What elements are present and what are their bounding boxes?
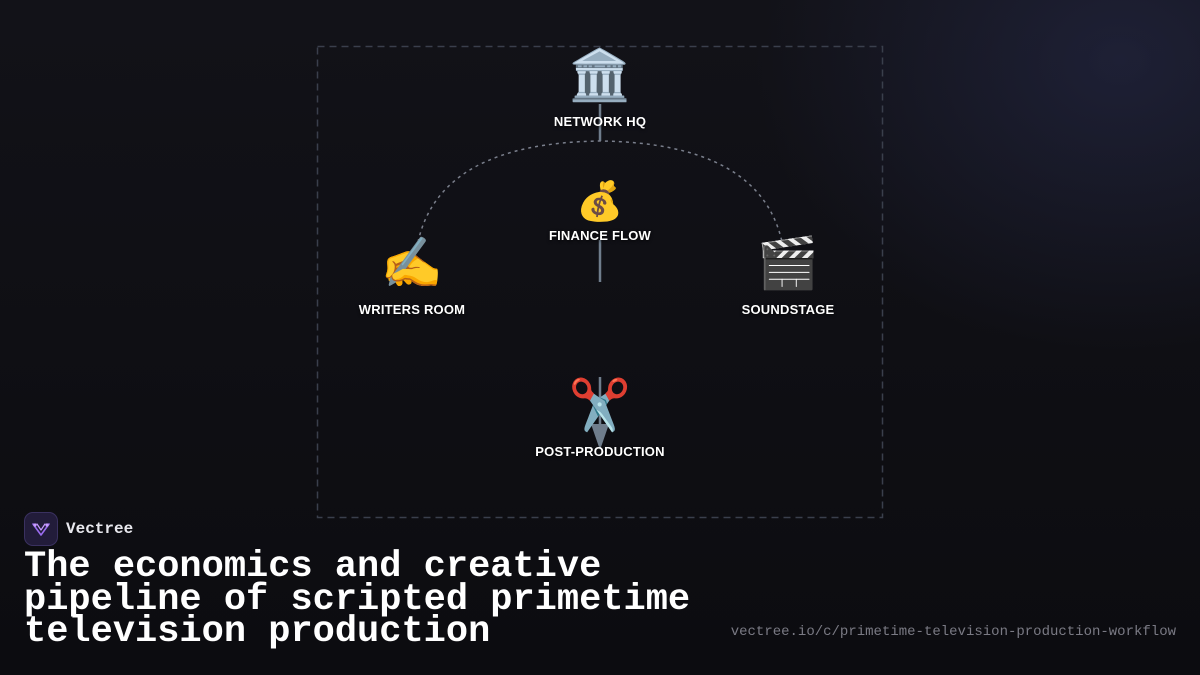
diagram-frame	[316, 45, 884, 519]
node-label-network-hq: NETWORK HQ	[553, 114, 647, 129]
node-post-production[interactable]: ✂️ POST-PRODUCTION	[535, 380, 664, 459]
brand-name: Vectree	[66, 520, 134, 538]
node-finance-flow[interactable]: 💰 FINANCE FLOW	[549, 182, 651, 243]
workflow-arc	[417, 140, 783, 243]
vectree-logo-icon	[24, 512, 58, 546]
page-url[interactable]: vectree.io/c/primetime-television-produc…	[730, 624, 1176, 640]
money-bag-icon: 💰	[576, 179, 624, 223]
node-label-finance-flow: FINANCE FLOW	[548, 228, 652, 243]
clapper-board-icon: 🎬	[756, 234, 820, 292]
node-label-writers-room: WRITERS ROOM	[358, 302, 466, 317]
node-label-soundstage: SOUNDSTAGE	[741, 302, 835, 317]
page-title: The economics and creative pipeline of s…	[24, 546, 691, 653]
classical-building-icon: 🏛️	[568, 46, 632, 104]
scissors-icon: ✂️	[568, 376, 632, 434]
brand[interactable]: Vectree	[24, 512, 133, 546]
node-label-post-production: POST-PRODUCTION	[535, 444, 665, 459]
node-network-hq[interactable]: 🏛️ NETWORK HQ	[554, 50, 646, 129]
writing-hand-icon: ✍️	[380, 234, 444, 292]
connector-post-arrowhead	[591, 424, 609, 450]
node-soundstage[interactable]: 🎬 SOUNDSTAGE	[742, 238, 835, 317]
node-writers-room[interactable]: ✍️ WRITERS ROOM	[359, 238, 465, 317]
